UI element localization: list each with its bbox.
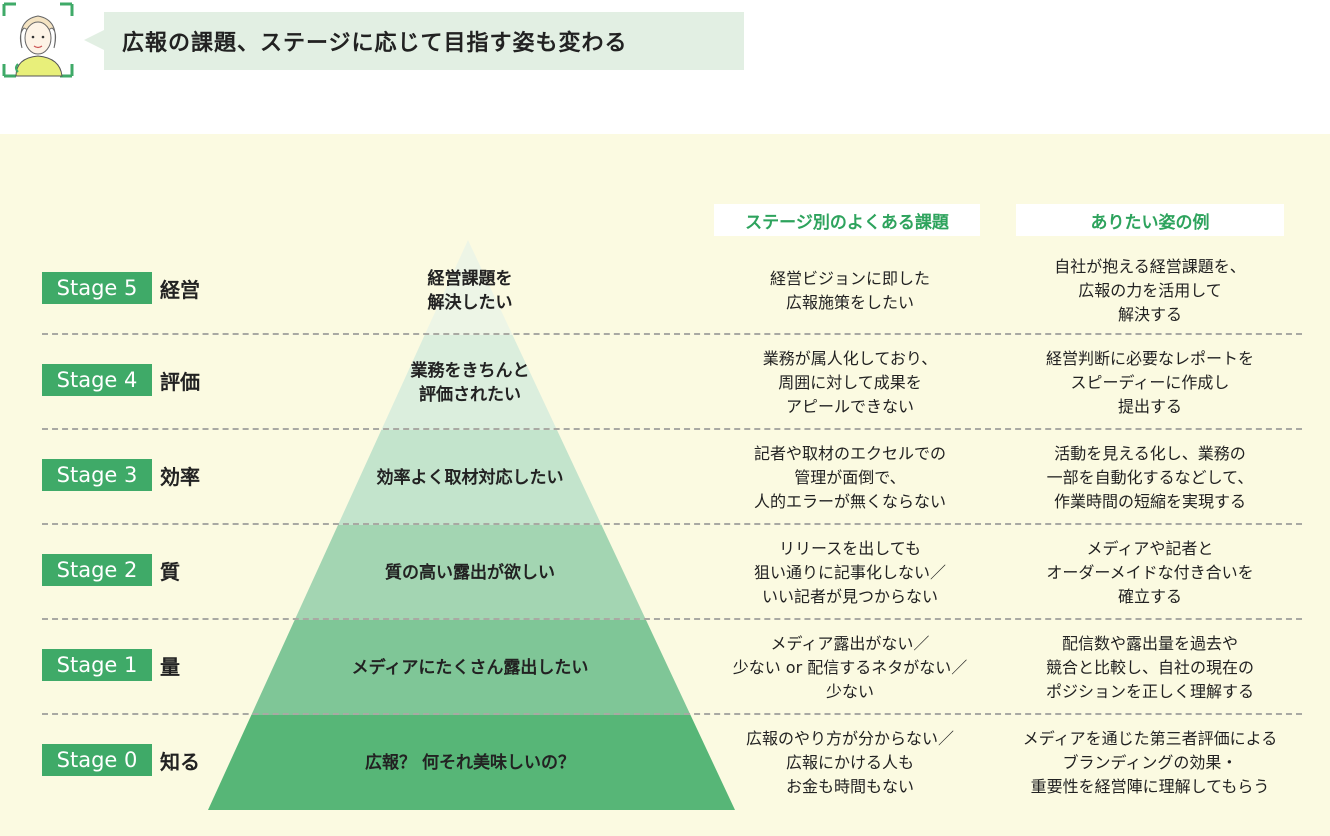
issue-text: 広報のやり方が分からない／ 広報にかける人も お金も時間もない — [745, 728, 954, 796]
stage-name: 評価 — [160, 369, 200, 394]
stage-name: 経営 — [160, 277, 200, 302]
pyramid-band-stage-1 — [208, 620, 735, 715]
goal-text: メディアを通じた第三者評価による ブランディングの効果・ 重要性を経営陣に理解し… — [1022, 728, 1278, 796]
goal-text: 経営判断に必要なレポートを スピーディーに作成し 提出する — [1045, 348, 1254, 416]
stage-badge: Stage 5 — [42, 272, 152, 304]
stage-row-2: Stage 2 質 質の高い露出が欲しい リリースを出しても 狙い通りに記事化し… — [0, 525, 1330, 620]
stage-badge: Stage 1 — [42, 649, 152, 681]
pyramid-label: 広報？ 何それ美味しいの？ — [365, 752, 575, 773]
issue-text: 経営ビジョンに即した 広報施策をしたい — [769, 268, 930, 312]
stage-name: 量 — [160, 654, 180, 679]
goal-text: 自社が抱える経営課題を、 広報の力を活用して 解決する — [1054, 256, 1246, 324]
goal-text: 配信数や露出量を過去や 競合と比較し、自社の現在の ポジションを正しく理解する — [1045, 633, 1254, 701]
stage-name: 質 — [160, 559, 180, 584]
pyramid-label: 経営課題を 解決したい — [427, 268, 513, 313]
stage-row-0: Stage 0 知る 広報？ 何それ美味しいの？ 広報のやり方が分からない／ 広… — [0, 715, 1330, 810]
column-header-issue: ステージ別のよくある課題 — [714, 204, 980, 236]
row-divider — [42, 333, 1302, 335]
row-divider — [42, 713, 1302, 715]
stage-row-1: Stage 1 量 メディアにたくさん露出したい メディア露出がない／ 少ない … — [0, 620, 1330, 715]
stage-badge: Stage 2 — [42, 554, 152, 586]
pyramid-label: 質の高い露出が欲しい — [385, 562, 555, 583]
stage-row-5: Stage 5 経営 経営課題を 解決したい 経営ビジョンに即した 広報施策をし… — [0, 243, 1330, 338]
goal-text: 活動を見える化し、業務の 一部を自動化するなどして、 作業時間の短縮を実現する — [1046, 443, 1254, 511]
speech-bubble-tail — [84, 30, 104, 50]
pyramid-label: 業務をきちんと 評価されたい — [410, 360, 530, 405]
pyramid-band-stage-0 — [208, 715, 735, 810]
stage-name: 効率 — [160, 464, 200, 489]
issue-text: 業務が属人化しており、 周囲に対して成果を アピールできない — [762, 348, 938, 416]
pyramid-label: メディアにたくさん露出したい — [351, 657, 589, 678]
pyramid-label: 効率よく取材対応したい — [376, 467, 564, 488]
stage-badge: Stage 3 — [42, 459, 152, 491]
stage-badge: Stage 0 — [42, 744, 152, 776]
issue-text: 記者や取材のエクセルでの 管理が面倒で、 人的エラーが無くならない — [753, 443, 946, 511]
row-divider — [42, 618, 1302, 620]
column-header-goal: ありたい姿の例 — [1016, 204, 1284, 236]
avatar-icon — [2, 2, 74, 78]
page-title: 広報の課題、ステージに応じて目指す姿も変わる — [104, 12, 744, 70]
issue-text: リリースを出しても 狙い通りに記事化しない／ いい記者が見つからない — [753, 538, 946, 606]
stage-row-3: Stage 3 効率 効率よく取材対応したい 記者や取材のエクセルでの 管理が面… — [0, 430, 1330, 525]
stage-name: 知る — [160, 749, 200, 774]
issue-text: メディア露出がない／ 少ない or 配信するネタがない／ 少ない — [732, 633, 968, 701]
stage-badge: Stage 4 — [42, 364, 152, 396]
goal-text: メディアや記者と オーダーメイドな付き合いを 確立する — [1046, 538, 1254, 606]
row-divider — [42, 428, 1302, 430]
stage-row-4: Stage 4 評価 業務をきちんと 評価されたい 業務が属人化しており、 周囲… — [0, 335, 1330, 430]
row-divider — [42, 523, 1302, 525]
